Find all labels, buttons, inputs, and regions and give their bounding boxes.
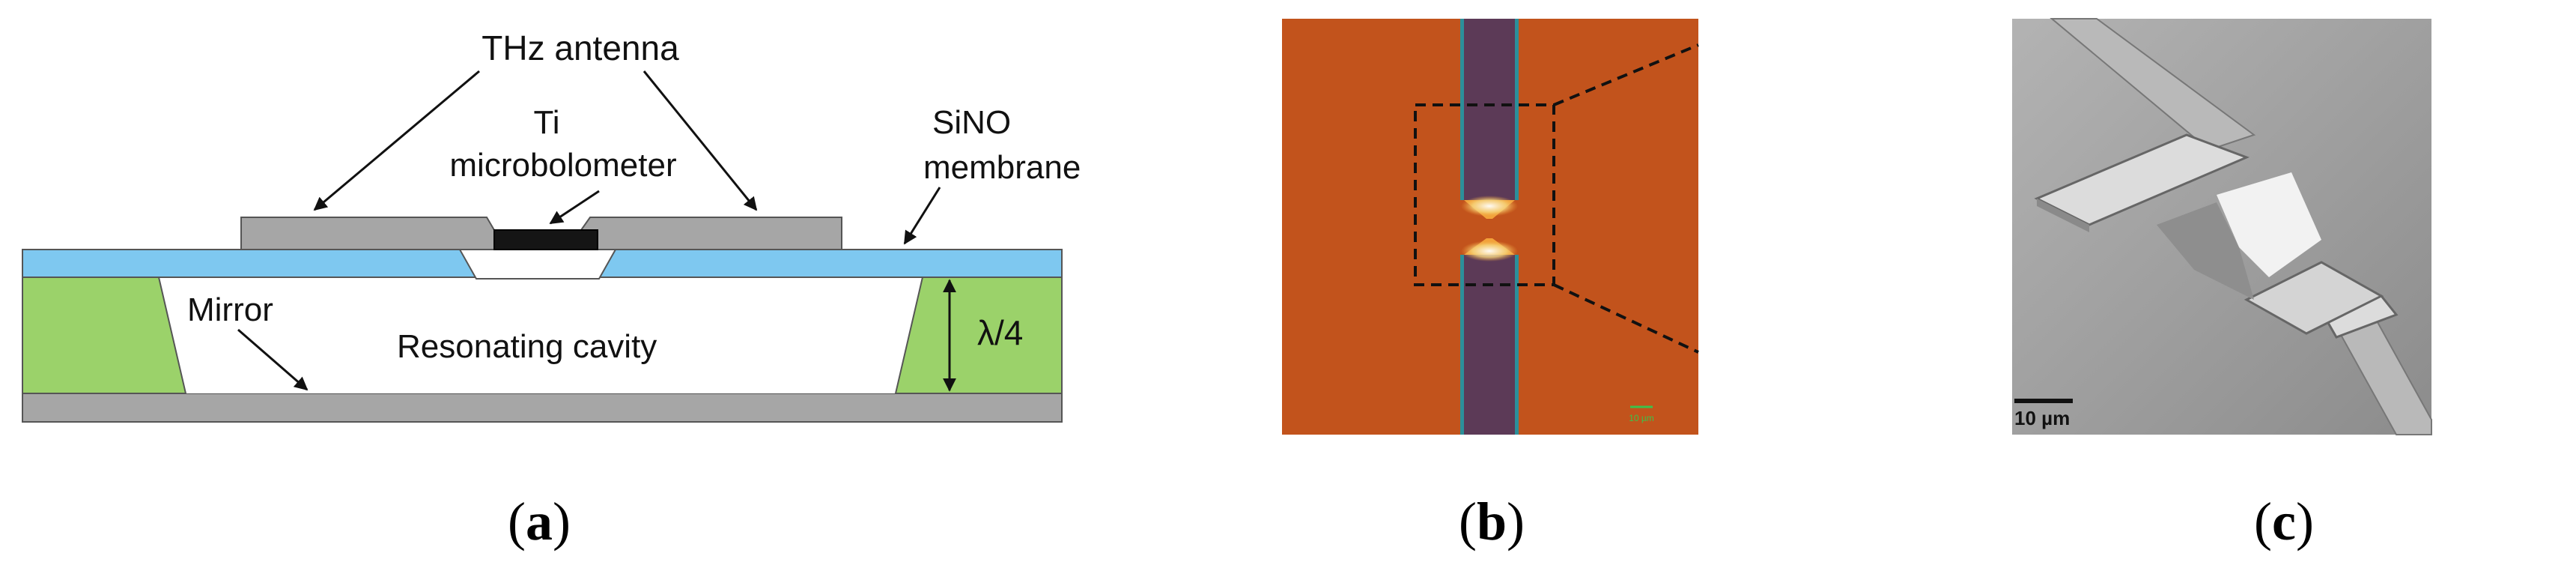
panel-b-micrograph: 10 µm [1282,19,1699,435]
strip-edge-left-top [1460,19,1464,200]
membrane-etch [458,249,617,280]
sem-pad-left [2034,133,2250,226]
thz-antenna-left-arm [240,217,495,250]
resonating-cavity [22,277,1062,393]
label-mirror: Mirror [187,291,273,328]
caption-b: (b) [1459,492,1525,552]
arrow-microbolometer [549,190,600,225]
strip-edge-right-top [1515,19,1519,200]
mirror-substrate [22,393,1063,423]
bowtie-glow-bottom [1461,241,1518,262]
arrow-antenna-right [643,70,758,211]
sem-strip-upper [2050,18,2256,151]
strip-edge-left-bottom [1460,255,1464,435]
thz-antenna-right-arm [580,217,842,250]
arrow-membrane [903,187,941,245]
label-membrane: membrane [923,149,1081,186]
label-lambda-quarter: λ/4 [977,313,1023,352]
antenna-strip-bottom [1460,255,1519,435]
scale-label-c: 10 µm [2014,407,2070,429]
arrow-antenna-left [313,70,480,211]
scale-label-b: 10 µm [1629,413,1654,423]
left-support-post [22,277,187,394]
ti-microbolometer [493,229,598,250]
label-resonating-cavity: Resonating cavity [397,328,657,365]
caption-a: (a) [508,492,571,552]
sem-pad-left-edge [2037,199,2089,232]
caption-c: (c) [2254,492,2314,552]
panel-c-sem: 10 µm [2012,18,2432,435]
label-microbolometer: microbolometer [449,147,676,184]
zoom-line-top [1553,43,1699,106]
zoom-box [1414,103,1555,286]
scale-bar-c [2014,399,2073,403]
arrow-mirror [237,328,309,391]
sem-bowtie-bright [2217,172,2321,277]
sem-pad-right-body [2244,261,2384,335]
sem-cavity-dark [2157,202,2254,300]
strip-edge-right-bottom [1515,255,1519,435]
bowtie-glow-top [1461,196,1518,217]
panel-a-diagram: THz antenna Ti microbolometer SiNO membr… [22,28,1081,423]
antenna-strip-top [1460,19,1519,200]
label-thz-antenna: THz antenna [482,28,679,67]
zoom-line-bottom [1553,283,1699,354]
label-sino: SiNO [932,104,1011,141]
label-ti: Ti [533,104,559,141]
